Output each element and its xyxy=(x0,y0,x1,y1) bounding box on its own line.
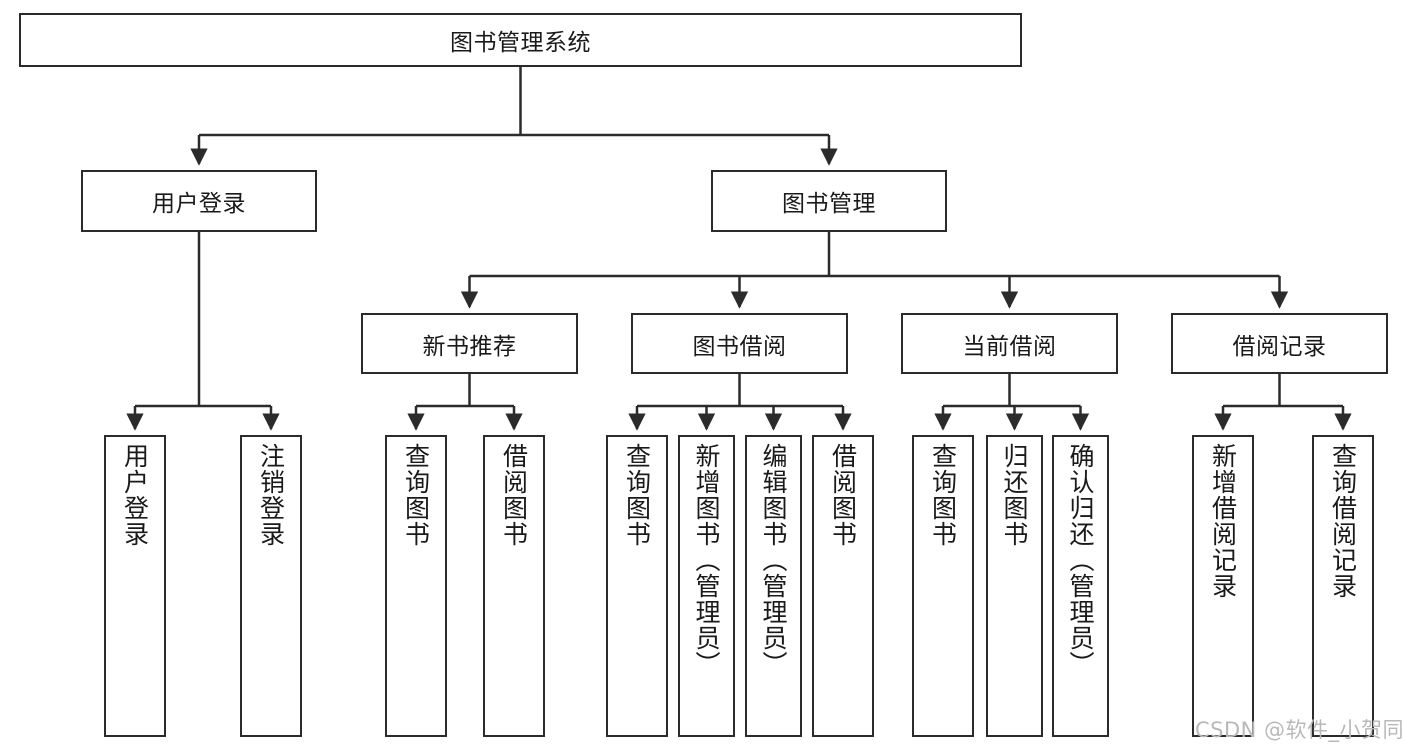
leaf-edit-book-admin[interactable]: 编辑图书（管理员） xyxy=(745,435,802,737)
leaf-borrow-book-recommend-label: 借阅图书 xyxy=(499,443,529,547)
leaf-query-book-current-label: 查询图书 xyxy=(928,443,958,547)
node-root[interactable]: 图书管理系统 xyxy=(19,13,1022,67)
leaf-query-book-current[interactable]: 查询图书 xyxy=(912,435,974,737)
node-book-borrow[interactable]: 图书借阅 xyxy=(631,313,848,374)
leaf-query-book-recommend[interactable]: 查询图书 xyxy=(385,435,447,737)
leaf-return-book-label: 归还图书 xyxy=(1000,443,1029,547)
leaf-query-book-borrow[interactable]: 查询图书 xyxy=(606,435,668,737)
leaf-add-borrow-record-label: 新增借阅记录 xyxy=(1208,443,1238,599)
node-book-borrow-label: 图书借阅 xyxy=(692,333,787,360)
node-user-login[interactable]: 用户登录 xyxy=(81,170,317,232)
leaf-query-borrow-record[interactable]: 查询借阅记录 xyxy=(1312,435,1374,737)
leaf-user-logout[interactable]: 注销登录 xyxy=(240,435,302,737)
node-current-borrow-label: 当前借阅 xyxy=(962,333,1057,360)
leaf-borrow-book-label: 借阅图书 xyxy=(828,443,858,547)
leaf-add-borrow-record[interactable]: 新增借阅记录 xyxy=(1192,435,1254,737)
node-borrow-record[interactable]: 借阅记录 xyxy=(1171,313,1388,374)
node-book-management[interactable]: 图书管理 xyxy=(711,170,947,232)
csdn-watermark: CSDN @软件_小贺同学 xyxy=(1195,718,1405,742)
node-current-borrow[interactable]: 当前借阅 xyxy=(901,313,1118,374)
leaf-query-book-recommend-label: 查询图书 xyxy=(401,443,431,547)
leaf-edit-book-admin-label: 编辑图书（管理员） xyxy=(759,443,788,677)
node-user-login-label: 用户登录 xyxy=(152,191,246,217)
node-root-label: 图书管理系统 xyxy=(450,30,591,56)
leaf-user-login[interactable]: 用户登录 xyxy=(104,435,166,737)
node-book-management-label: 图书管理 xyxy=(782,191,876,217)
leaf-confirm-return-admin[interactable]: 确认归还（管理员） xyxy=(1052,435,1109,737)
leaf-add-book-admin-label: 新增图书（管理员） xyxy=(692,443,721,677)
node-new-book-recommend-label: 新书推荐 xyxy=(422,333,517,360)
leaf-query-book-borrow-label: 查询图书 xyxy=(622,443,652,547)
leaf-add-book-admin[interactable]: 新增图书（管理员） xyxy=(678,435,735,737)
leaf-user-logout-label: 注销登录 xyxy=(256,443,286,547)
leaf-confirm-return-admin-label: 确认归还（管理员） xyxy=(1066,443,1095,677)
leaf-user-login-label: 用户登录 xyxy=(120,443,150,547)
node-new-book-recommend[interactable]: 新书推荐 xyxy=(361,313,578,374)
leaf-query-borrow-record-label: 查询借阅记录 xyxy=(1328,443,1358,599)
leaf-borrow-book-recommend[interactable]: 借阅图书 xyxy=(483,435,545,737)
leaf-return-book[interactable]: 归还图书 xyxy=(986,435,1043,737)
node-borrow-record-label: 借阅记录 xyxy=(1232,333,1327,360)
leaf-borrow-book[interactable]: 借阅图书 xyxy=(812,435,874,737)
